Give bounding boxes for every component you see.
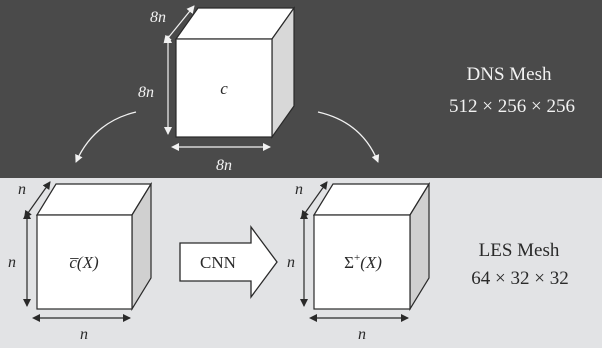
les-right-cube-front-face [313,214,411,310]
dns-height-label: 8n [138,84,154,101]
les-right-cube-top-face [312,183,431,216]
les-left-cube [35,181,153,312]
dns-depth-label: 8n [150,9,166,26]
les-right-depth-label: n [295,181,303,198]
les-left-cube-label: c̅(X) [69,253,99,272]
les-right-width-label: n [358,326,366,343]
sigma-argument: (X) [360,253,382,272]
dns-band [0,0,602,178]
sigma-superscript: + [354,252,360,264]
curved-arrow-left [75,111,137,163]
les-left-depth-arrow [23,181,51,219]
les-left-depth-label: n [18,181,26,198]
les-left-cube-front-face [36,214,133,310]
les-left-height-label: n [8,254,16,271]
dns-cube [174,6,296,139]
cnn-arrow [179,225,278,299]
dns-cube-front-face [175,38,273,138]
dns-width-label: 8n [216,157,232,174]
les-left-width-label: n [80,326,88,343]
dns-mesh-size: 512 × 256 × 256 [449,96,575,117]
cnn-label: CNN [200,253,236,272]
dns-cube-label: c [220,79,228,98]
les-right-cube-label: Σ+(X) [344,252,382,272]
dns-depth-arrow [163,5,195,44]
les-mesh-size: 64 × 32 × 32 [471,268,568,289]
les-right-height-label: n [287,254,295,271]
curved-arrow-right [317,111,380,163]
dns-mesh-title: DNS Mesh [467,64,552,85]
filtered-c-symbol: c̅ [69,253,79,272]
les-left-cube-top-face [35,183,153,216]
les-right-cube [312,181,431,312]
les-mesh-title: LES Mesh [479,240,560,261]
filtered-c-argument: (X) [77,253,99,272]
sigma-symbol: Σ [344,253,354,272]
les-right-depth-arrow [300,181,328,219]
